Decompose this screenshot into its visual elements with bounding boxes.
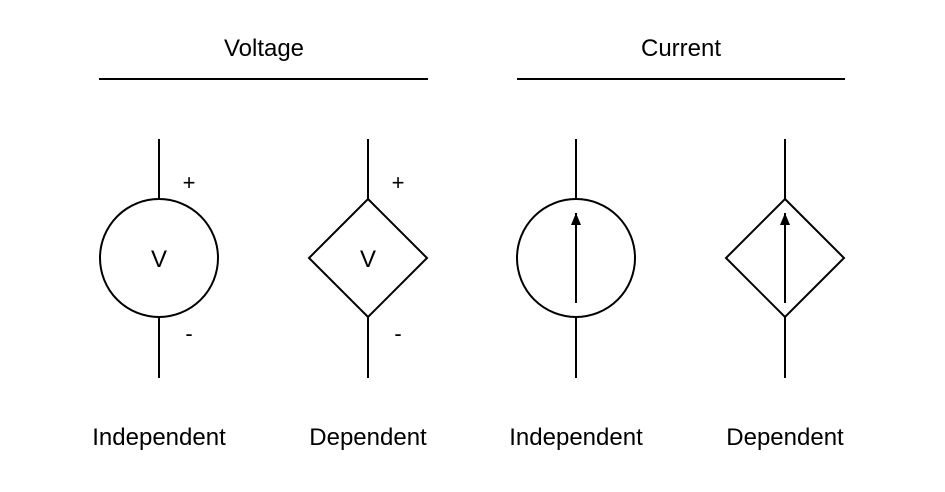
current-group: Current Independent Dependent xyxy=(509,35,846,451)
independent-current-source xyxy=(516,139,636,378)
voltage-heading: Voltage xyxy=(224,35,304,62)
dependent-current-source xyxy=(724,139,846,378)
dependent-voltage-source: V + - xyxy=(307,139,429,378)
voltage-group: Voltage V + - Independent V + - Dependen… xyxy=(92,35,429,451)
current-heading: Current xyxy=(641,35,721,62)
independent-voltage-caption: Independent xyxy=(92,424,226,451)
dependent-voltage-caption: Dependent xyxy=(309,424,427,451)
dependent-current-caption: Dependent xyxy=(726,424,844,451)
plus-terminal-label: + xyxy=(392,170,405,195)
independent-voltage-source: V + - xyxy=(99,139,219,378)
minus-terminal-label: - xyxy=(185,321,192,346)
plus-terminal-label: + xyxy=(183,170,196,195)
independent-current-caption: Independent xyxy=(509,424,643,451)
voltage-symbol-letter: V xyxy=(151,246,167,273)
minus-terminal-label: - xyxy=(394,321,401,346)
voltage-symbol-letter: V xyxy=(360,246,376,273)
